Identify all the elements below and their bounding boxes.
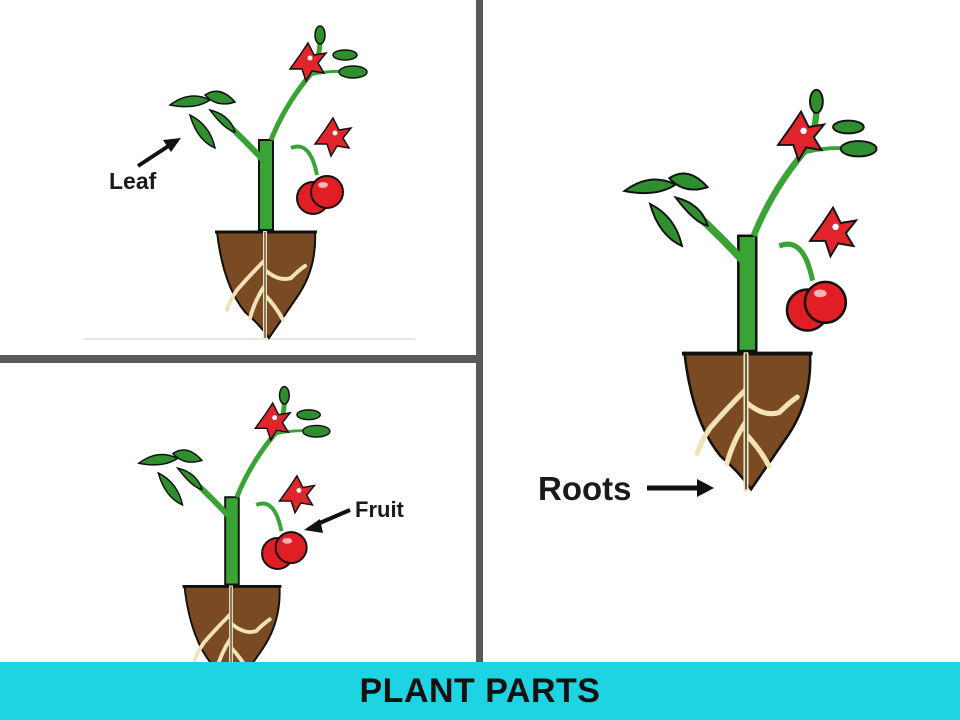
panel-roots: Roots xyxy=(483,0,960,662)
roots-panel-drawing xyxy=(483,0,960,497)
roots-label: Roots xyxy=(538,470,632,507)
tomato-plant-illustration-large xyxy=(624,90,876,489)
vertical-divider xyxy=(476,0,483,662)
leaf-arrow xyxy=(136,138,181,168)
page-title: PLANT PARTS xyxy=(359,671,601,710)
tomato-plant-illustration xyxy=(170,26,367,338)
panel-leaf: Leaf xyxy=(0,0,476,355)
roots-arrow xyxy=(647,479,714,497)
fruit-label: Fruit xyxy=(355,497,404,522)
fruit-panel-drawing xyxy=(0,363,351,662)
horizontal-divider xyxy=(0,355,476,363)
leaf-panel-drawing xyxy=(84,0,415,355)
title-banner: PLANT PARTS xyxy=(0,662,960,720)
leaf-label: Leaf xyxy=(109,168,157,194)
panel-fruit: Fruit xyxy=(0,363,476,662)
tomato-plant-illustration xyxy=(139,387,330,690)
fruit-arrow xyxy=(304,508,351,533)
